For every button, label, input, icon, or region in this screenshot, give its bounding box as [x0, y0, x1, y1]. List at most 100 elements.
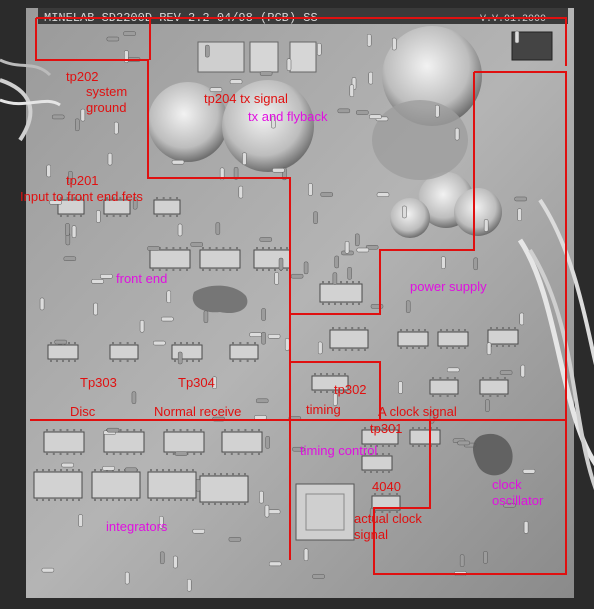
passive-component [107, 152, 113, 166]
passive-component [261, 308, 266, 321]
passive-component [100, 274, 113, 279]
passive-component [519, 312, 524, 326]
ic-chip [43, 431, 85, 453]
passive-component [233, 167, 239, 180]
passive-component [303, 261, 309, 275]
passive-component [347, 267, 352, 280]
capacitor-6 [390, 198, 430, 238]
passive-component [177, 351, 183, 365]
label-disc: Disc [70, 404, 96, 419]
capacitor-5 [454, 188, 502, 236]
ic-chip [361, 429, 399, 445]
passive-component [369, 114, 382, 120]
passive-component [522, 469, 536, 474]
passive-component [402, 205, 407, 219]
capacitor-3 [382, 26, 482, 126]
ic-chip [429, 379, 459, 395]
label-clock-oscillator-line1: clock [492, 477, 522, 492]
passive-component [192, 528, 205, 534]
passive-components [39, 30, 536, 592]
label-tp303: Tp303 [80, 375, 117, 390]
passive-component [376, 192, 390, 197]
label-tp301: tp301 [370, 421, 403, 436]
passive-component [398, 381, 403, 394]
label-tp201: tp201 [66, 173, 99, 188]
passive-component [312, 574, 325, 579]
label-normal-receive: Normal receive [154, 404, 242, 419]
passive-component [39, 297, 45, 311]
passive-component [517, 208, 522, 221]
passive-component [219, 167, 225, 181]
passive-component [303, 548, 309, 561]
label-tp204: tp204 tx signal [204, 91, 288, 106]
label-timing-control: timing control [300, 443, 378, 458]
ic-chip [487, 329, 519, 345]
label-integrators: integrators [106, 519, 168, 534]
ic-chip [163, 431, 205, 453]
passive-component [96, 210, 101, 223]
passive-component [334, 255, 339, 269]
passive-component [166, 290, 172, 304]
passive-component [173, 555, 178, 569]
passive-component [271, 115, 276, 129]
ic-chip [147, 471, 197, 499]
passive-component [242, 152, 247, 166]
passive-component [308, 183, 313, 196]
label-timing: timing [306, 402, 341, 417]
passive-component [124, 571, 130, 585]
passive-component [274, 272, 279, 285]
passive-component [63, 256, 77, 261]
timing-control-chip [295, 483, 355, 541]
ic-chip [479, 379, 509, 395]
passive-component [177, 223, 183, 237]
passive-component [356, 110, 369, 115]
silkscreen-text-right: V.V.01.2000 [480, 14, 546, 25]
passive-component [153, 340, 166, 346]
ic-chip [437, 331, 469, 347]
passive-component [405, 300, 411, 313]
passive-component [124, 467, 138, 473]
passive-component [229, 79, 243, 84]
ic-chip [253, 249, 291, 269]
passive-component [454, 127, 460, 141]
passive-component [473, 257, 478, 271]
passive-component [75, 118, 80, 132]
passive-component [161, 316, 174, 322]
passive-component [46, 164, 51, 178]
ic-chip [91, 471, 141, 499]
passive-component [520, 364, 526, 378]
passive-component [286, 58, 292, 71]
region-outlines [30, 17, 567, 575]
label-tp304: Tp304 [178, 375, 215, 390]
passive-component [54, 339, 67, 345]
passive-component [368, 71, 373, 85]
passive-component [349, 84, 355, 97]
passive-component [514, 196, 527, 202]
passive-component [356, 247, 370, 253]
passive-component [332, 272, 338, 285]
passive-component [113, 121, 119, 135]
passive-component [254, 415, 267, 420]
label-tp202: tp202 [66, 69, 99, 84]
passive-component [354, 233, 360, 247]
passive-component [446, 367, 460, 373]
label-clock-oscillator-line2: oscillator [492, 493, 544, 508]
passive-component [51, 114, 65, 120]
ic-chip [311, 375, 349, 391]
passive-component [61, 462, 74, 468]
ic-chip [397, 331, 429, 347]
passive-component [209, 87, 223, 92]
label-tx-flyback: tx and flyback [248, 109, 328, 124]
passive-component [523, 521, 529, 534]
passive-component [272, 167, 285, 173]
passive-component [106, 36, 120, 42]
label-4040: 4040 [372, 479, 401, 494]
passive-component [313, 211, 318, 224]
passive-component [190, 242, 203, 247]
ic-chip [47, 344, 79, 360]
ic-chip [33, 471, 83, 499]
passive-component [147, 246, 160, 251]
label-actual-clock-line2: signal [354, 527, 388, 542]
ic-chip [57, 199, 85, 215]
